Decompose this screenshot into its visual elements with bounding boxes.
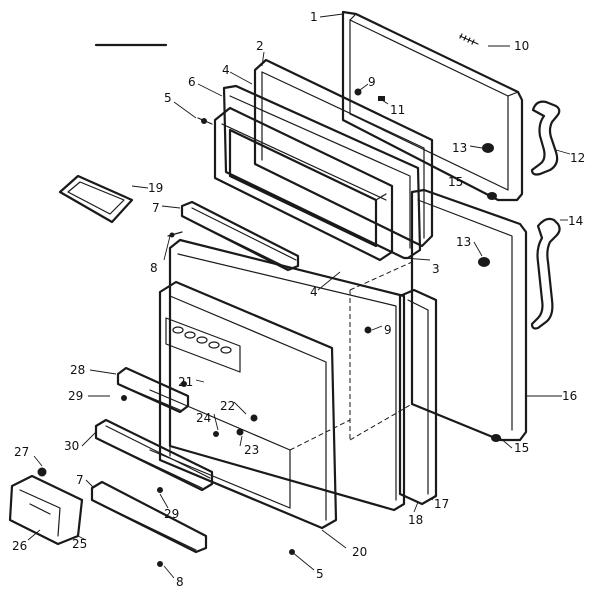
callout-27: 27 xyxy=(14,445,29,459)
callout-9-upper: 9 xyxy=(368,75,376,89)
fresh-food-door-gasket xyxy=(398,288,438,506)
callout-13-upper: 13 xyxy=(452,141,467,155)
leader-lines xyxy=(27,13,571,579)
callout-29-lower: 29 xyxy=(164,507,179,521)
callout-30: 30 xyxy=(64,439,79,453)
callout-23: 23 xyxy=(244,443,259,457)
freezer-door-handle xyxy=(530,100,561,176)
control-panel xyxy=(165,317,241,373)
screw-8-upper xyxy=(167,231,183,238)
callout-3: 3 xyxy=(432,262,440,276)
butter-compartment xyxy=(8,474,84,546)
callout-21: 21 xyxy=(178,375,193,389)
freezer-door-outer-panel xyxy=(341,10,524,202)
screw-10 xyxy=(459,33,479,45)
callout-15-lower: 15 xyxy=(514,441,529,455)
callout-12: 12 xyxy=(570,151,585,165)
ice-tray xyxy=(58,174,134,224)
callout-18: 18 xyxy=(408,513,423,527)
callout-28: 28 xyxy=(70,363,85,377)
callout-10: 10 xyxy=(514,39,529,53)
freezer-door-liner xyxy=(222,84,422,260)
freezer-door-shelf xyxy=(180,200,300,272)
callout-29-upper: 29 xyxy=(68,389,83,403)
freezer-inner-frame xyxy=(213,106,394,262)
callout-19: 19 xyxy=(148,181,163,195)
callout-8-upper: 8 xyxy=(150,261,158,275)
lower-small-parts xyxy=(121,257,501,567)
callout-17: 17 xyxy=(434,497,449,511)
screw-9-upper xyxy=(354,88,362,96)
callout-1: 1 xyxy=(310,10,318,24)
callout-7-upper: 7 xyxy=(152,201,160,215)
callout-16: 16 xyxy=(562,389,577,403)
callout-22: 22 xyxy=(220,399,235,413)
callout-13-lower: 13 xyxy=(456,235,471,249)
callout-9-lower: 9 xyxy=(384,323,392,337)
callout-2: 2 xyxy=(256,39,264,53)
callout-6: 6 xyxy=(188,75,196,89)
callout-5-lower: 5 xyxy=(316,567,324,581)
cap-11 xyxy=(378,96,385,101)
fresh-food-door-handle xyxy=(530,217,561,330)
callout-26: 26 xyxy=(12,539,27,553)
callout-11: 11 xyxy=(390,103,405,117)
callout-24: 24 xyxy=(196,411,211,425)
callout-20: 20 xyxy=(352,545,367,559)
knob-27 xyxy=(37,467,47,477)
callout-14: 14 xyxy=(568,214,583,228)
fresh-food-inner-frame xyxy=(158,280,338,530)
callout-8-lower: 8 xyxy=(176,575,184,589)
callout-5-upper: 5 xyxy=(164,91,172,105)
callout-4-upper: 4 xyxy=(222,63,230,77)
callout-25: 25 xyxy=(72,537,87,551)
stop-15-upper xyxy=(487,192,497,200)
callout-4-lower: 4 xyxy=(310,285,318,299)
door-shelf-30 xyxy=(94,418,214,492)
hinge-cover-13-upper xyxy=(482,143,494,153)
cabinet-frame xyxy=(149,389,351,509)
callout-labels: 1 2 3 4 4 5 5 6 7 7 8 8 9 9 10 11 12 13 … xyxy=(12,10,585,589)
screw-5-upper xyxy=(197,117,213,125)
callout-15-upper: 15 xyxy=(448,175,463,189)
callout-7-lower: 7 xyxy=(76,473,84,487)
door-shelf-lower xyxy=(90,480,208,554)
